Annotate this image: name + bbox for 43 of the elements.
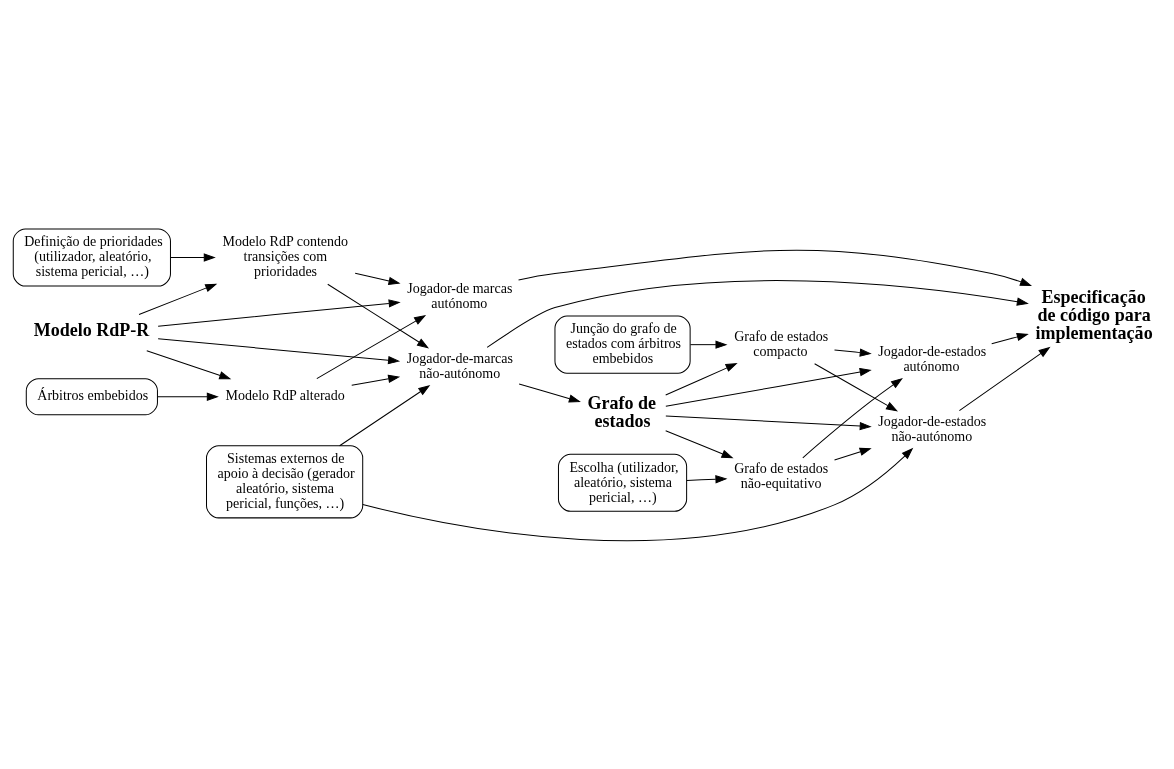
arrow	[813, 362, 897, 411]
node-box: Definição de prioridades (utilizador, aleatório, sistema pericial, …)	[12, 228, 171, 287]
arrow	[518, 382, 580, 403]
node-text: Jogador-de-estados não-autónomo	[877, 413, 986, 444]
node-box: Sistemas externos de apoio à decisão (gerador aleatório, sistema pericial, funções, …)	[205, 444, 363, 518]
arrow	[517, 249, 1031, 286]
arrow	[689, 340, 726, 349]
node-box: Junção do grafo de estados com árbitros embebidos	[553, 315, 691, 374]
node-text: Especificação de código para implementação	[1035, 286, 1153, 343]
node-text: Modelo RdP contendo transições com prioridades	[222, 233, 348, 279]
node-text: Jogador-de marcas autónomo	[406, 280, 512, 311]
node-box: Árbitros embebidos	[25, 377, 158, 415]
arrow	[685, 474, 726, 483]
arrow	[354, 272, 400, 285]
arrow	[958, 346, 1050, 411]
arrow	[338, 384, 430, 446]
arrow	[664, 367, 871, 407]
node-box: Escolha (utilizador, aleatório, sistema pericial, …)	[557, 453, 687, 512]
arrow	[361, 447, 913, 541]
arrow	[801, 377, 902, 458]
node-text: Modelo RdP-R	[33, 319, 149, 340]
arrow	[664, 362, 737, 396]
arrow	[664, 429, 733, 458]
arrow	[350, 374, 399, 386]
arrow	[990, 332, 1028, 344]
node-text: Grafo de estados compacto	[733, 328, 828, 359]
arrow	[157, 337, 399, 364]
arrow	[486, 279, 1028, 348]
arrow	[315, 314, 425, 379]
node-text: Jogador-de-marcas não-autónomo	[406, 350, 513, 381]
arrow	[138, 283, 216, 315]
arrow	[664, 414, 871, 430]
arrow	[156, 392, 218, 401]
node-text: Grafo de estados não-equitativo	[733, 460, 828, 491]
arrow	[833, 447, 871, 460]
node-text: Modelo RdP alterado	[225, 387, 345, 403]
node-text: Grafo de estados	[587, 392, 656, 431]
arrow	[169, 253, 215, 262]
arrow	[145, 349, 230, 379]
node-text: Jogador-de-estados autónomo	[877, 343, 986, 374]
arrow	[833, 348, 871, 357]
arrow	[326, 283, 428, 348]
arrow	[157, 298, 400, 327]
